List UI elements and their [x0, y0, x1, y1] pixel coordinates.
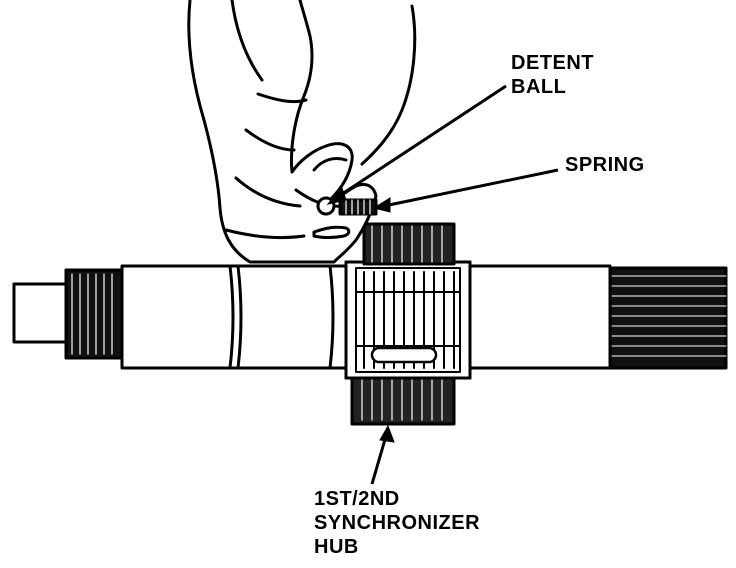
synchronizer-hub-bottom-teeth [350, 376, 456, 426]
arrowhead-hub [379, 424, 395, 443]
synchronizer-hub-label: 1ST/2ND SYNCHRONIZER HUB [314, 487, 480, 559]
shaft-left-splines [64, 268, 124, 360]
detent-key-slot [370, 346, 438, 364]
shaft-right-splines [608, 266, 728, 370]
spring-label: SPRING [565, 153, 645, 177]
detent-ball-label-line-2: BALL [511, 76, 567, 98]
shaft-pilot-end [12, 282, 68, 344]
leader-spring [383, 168, 559, 208]
arrowhead-detent-ball [326, 187, 347, 205]
synchronizer-hub-top-teeth [362, 222, 456, 266]
arrowhead-spring [372, 197, 391, 213]
detent-ball-label-line-1: DETENT [511, 52, 594, 74]
hub-label-line-3: HUB [314, 536, 359, 558]
leader-detent-ball [335, 84, 507, 200]
shaft-ring-grooves [228, 264, 335, 370]
hand-outline [187, 0, 378, 264]
leader-hub [370, 435, 388, 485]
hub-label-line-1: 1ST/2ND [314, 488, 400, 510]
hub-label-line-2: SYNCHRONIZER [314, 512, 481, 534]
detent-ball-label: DETENT BALL [511, 51, 594, 99]
spring-label-text: SPRING [565, 154, 645, 176]
